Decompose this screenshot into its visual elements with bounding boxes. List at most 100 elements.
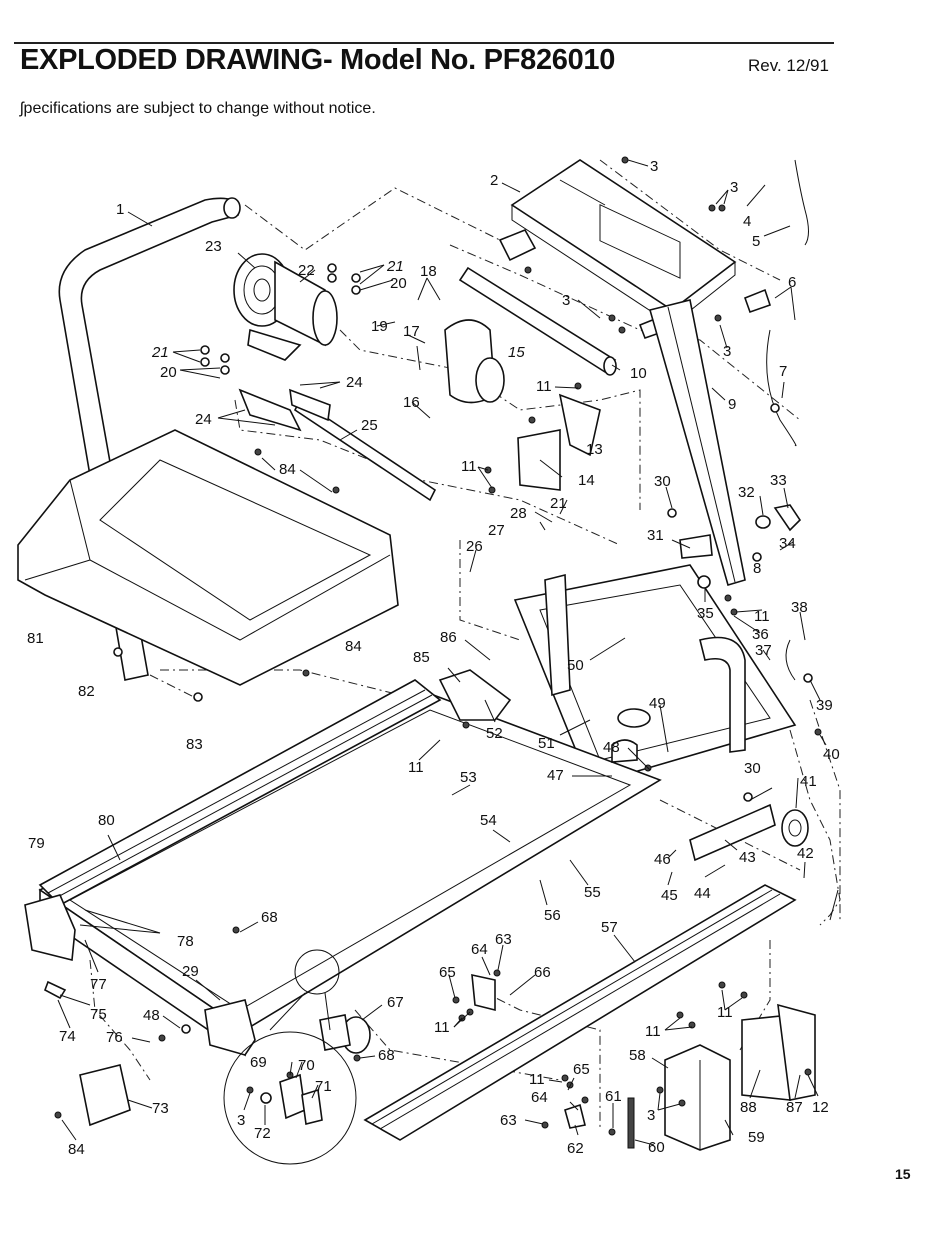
- callout-21a: 21: [386, 258, 404, 275]
- callout-81: 81: [27, 630, 44, 647]
- frame-rail-part: [238, 388, 437, 502]
- callout-24a: 24: [346, 374, 363, 391]
- callout-3b: 3: [730, 179, 738, 196]
- callout-28: 28: [510, 505, 527, 522]
- callout-51: 51: [538, 735, 555, 752]
- callout-2: 2: [490, 172, 498, 189]
- callout-40: 40: [823, 746, 840, 763]
- callout-21b: 21: [151, 344, 169, 361]
- controller-part: [444, 319, 601, 491]
- callout-17: 17: [403, 323, 420, 340]
- callout-27: 27: [488, 522, 505, 539]
- callout-71: 71: [315, 1078, 332, 1095]
- page-number: 15: [895, 1166, 911, 1182]
- callout-18: 18: [420, 263, 437, 280]
- callout-29: 29: [182, 963, 199, 980]
- upright-part: [649, 299, 746, 586]
- callout-30a: 30: [654, 473, 671, 490]
- callout-11e: 11: [434, 1019, 450, 1036]
- callout-21c: 21: [550, 495, 567, 512]
- header-rule: [14, 42, 834, 44]
- detail-circle: [223, 949, 357, 1165]
- callout-3a: 3: [650, 158, 658, 175]
- callout-20b: 20: [160, 364, 177, 381]
- callout-49: 49: [649, 695, 666, 712]
- callout-54: 54: [480, 812, 497, 829]
- callout-79: 79: [28, 835, 45, 852]
- leader-lines: [57, 159, 839, 1146]
- callout-53: 53: [460, 769, 477, 786]
- callout-14: 14: [578, 472, 595, 489]
- callout-23: 23: [205, 238, 222, 255]
- callout-20a: 20: [390, 275, 407, 292]
- callout-74: 74: [59, 1028, 76, 1045]
- callout-43: 43: [739, 849, 756, 866]
- callout-56: 56: [544, 907, 561, 924]
- callout-62: 62: [567, 1140, 584, 1157]
- callout-64b: 64: [531, 1089, 548, 1106]
- callout-75: 75: [90, 1006, 107, 1023]
- callout-83: 83: [186, 736, 203, 753]
- motor-hood-part: [17, 429, 399, 686]
- callout-46: 46: [654, 851, 671, 868]
- callout-11a: 11: [536, 378, 552, 395]
- callout-11h: 11: [717, 1004, 733, 1021]
- callout-11c: 11: [754, 608, 770, 625]
- callout-5: 5: [752, 233, 760, 250]
- callout-11b: 11: [461, 458, 477, 475]
- callout-84a: 84: [279, 461, 296, 478]
- callout-50: 50: [567, 657, 584, 674]
- callout-65b: 65: [573, 1061, 590, 1078]
- callout-6: 6: [788, 274, 796, 291]
- callout-12: 12: [812, 1099, 829, 1116]
- callout-31: 31: [647, 527, 664, 544]
- callout-37: 37: [755, 642, 772, 659]
- callout-39: 39: [816, 697, 833, 714]
- callout-25: 25: [361, 417, 378, 434]
- callout-3f: 3: [237, 1112, 245, 1129]
- callout-82: 82: [78, 683, 95, 700]
- callout-22: 22: [298, 262, 315, 279]
- callout-4: 4: [743, 213, 751, 230]
- small-parts: [44, 159, 809, 1149]
- base-frame-part: [513, 564, 797, 786]
- callout-65a: 65: [439, 964, 456, 981]
- end-caps-part: [24, 894, 256, 1056]
- callout-63a: 63: [495, 931, 512, 948]
- callout-73: 73: [152, 1100, 169, 1117]
- electronics-housing-part: [664, 1003, 816, 1151]
- callout-19: 19: [371, 318, 388, 335]
- callout-33: 33: [770, 472, 787, 489]
- callout-16: 16: [403, 394, 420, 411]
- callout-77: 77: [90, 976, 107, 993]
- callout-26: 26: [466, 538, 483, 555]
- callout-30b: 30: [744, 760, 761, 777]
- motor-part: [233, 253, 338, 361]
- side-rail-57-part: [363, 884, 797, 1141]
- callout-9: 9: [728, 396, 736, 413]
- callout-72: 72: [254, 1125, 271, 1142]
- callout-48b: 48: [143, 1007, 160, 1024]
- revision-label: Rev. 12/91: [748, 56, 829, 75]
- callout-10: 10: [630, 365, 647, 382]
- callout-labels: 1 2 3 3 3 3 3 3 4 5 6 7 8 9 10 11 11 11 …: [27, 158, 840, 1158]
- callout-3c: 3: [562, 292, 570, 309]
- subtitle-notice: ʃpecifications are subject to change wit…: [20, 100, 376, 117]
- callout-11g: 11: [645, 1023, 661, 1040]
- callout-48a: 48: [603, 739, 620, 756]
- callout-38: 38: [791, 599, 808, 616]
- callout-70: 70: [298, 1057, 315, 1074]
- callout-55: 55: [584, 884, 601, 901]
- callout-68b: 68: [378, 1047, 395, 1064]
- callout-76: 76: [106, 1029, 123, 1046]
- callout-7: 7: [779, 363, 787, 380]
- callout-66: 66: [534, 964, 551, 981]
- callout-8: 8: [753, 560, 761, 577]
- rear-roller-part: [689, 803, 809, 862]
- callout-63b: 63: [500, 1112, 517, 1129]
- callout-52: 52: [486, 725, 503, 742]
- callout-47: 47: [547, 767, 564, 784]
- callout-41: 41: [800, 773, 817, 790]
- callout-87: 87: [786, 1099, 803, 1116]
